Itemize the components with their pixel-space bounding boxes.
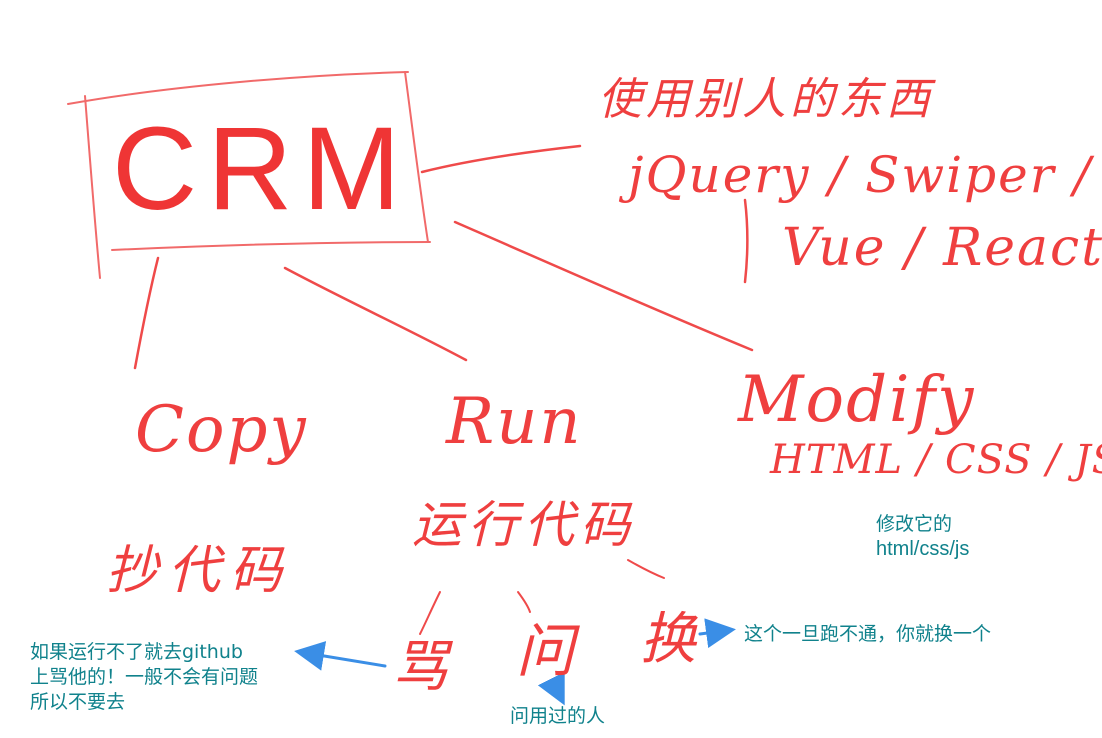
branch-run-label: Run: [446, 385, 583, 459]
branch-run-cn: 运行代码: [412, 496, 636, 554]
annotation-scold: 如果运行不了就去github 上骂他的！一般不会有问题 所以不要去: [30, 640, 258, 715]
connector-to-run: [283, 266, 468, 362]
top-note-line-1: 使用别人的东西: [598, 74, 934, 125]
stroke-dash-right: [627, 559, 665, 579]
stroke-under-run-cn: [419, 591, 441, 635]
center-node-crm: CRM: [112, 103, 411, 235]
annotation-modify: 修改它的 html/css/js: [876, 512, 969, 562]
crm-box-left-edge: [84, 95, 101, 279]
sub-action-ask: 问: [516, 617, 577, 685]
branch-copy-label: Copy: [135, 393, 308, 467]
sub-action-swap: 换: [640, 607, 698, 672]
stroke-near-ask: [517, 591, 531, 613]
arrow-ask-to-annotation: [537, 671, 565, 706]
annotation-modify-line-2: html/css/js: [876, 538, 970, 560]
sub-action-scold: 骂: [392, 635, 450, 700]
top-note-line-3: Vue / React.: [782, 218, 1102, 278]
connector-to-top-note: [420, 144, 582, 174]
annotation-swap: 这个一旦跑不通，你就换一个: [744, 623, 992, 645]
branch-modify-label: Modify: [738, 363, 976, 437]
annotation-ask: 问用过的人: [510, 705, 606, 727]
annotation-modify-line-1: 修改它的: [876, 513, 953, 535]
branch-copy-cn: 抄代码: [106, 541, 293, 601]
crm-box-bottom-edge: [111, 241, 431, 251]
swipe-long-stroke: [743, 198, 749, 284]
crm-box-right-edge: [404, 71, 429, 243]
crm-box-top-edge: [67, 71, 409, 105]
annotation-scold-line-2: 上骂他的！一般不会有问题: [30, 666, 259, 688]
branch-modify-tech: HTML / CSS / JS .: [770, 437, 1102, 483]
arrow-scold-to-annotation: [294, 641, 387, 671]
arrow-swap-to-annotation: [698, 618, 736, 649]
connector-to-modify: [453, 220, 754, 352]
annotation-scold-line-3: 所以不要去: [30, 691, 126, 713]
annotation-scold-line-1: 如果运行不了就去github: [30, 641, 243, 663]
top-note-line-2: jQuery / Swiper /: [628, 146, 1093, 204]
connector-to-copy: [133, 256, 160, 370]
